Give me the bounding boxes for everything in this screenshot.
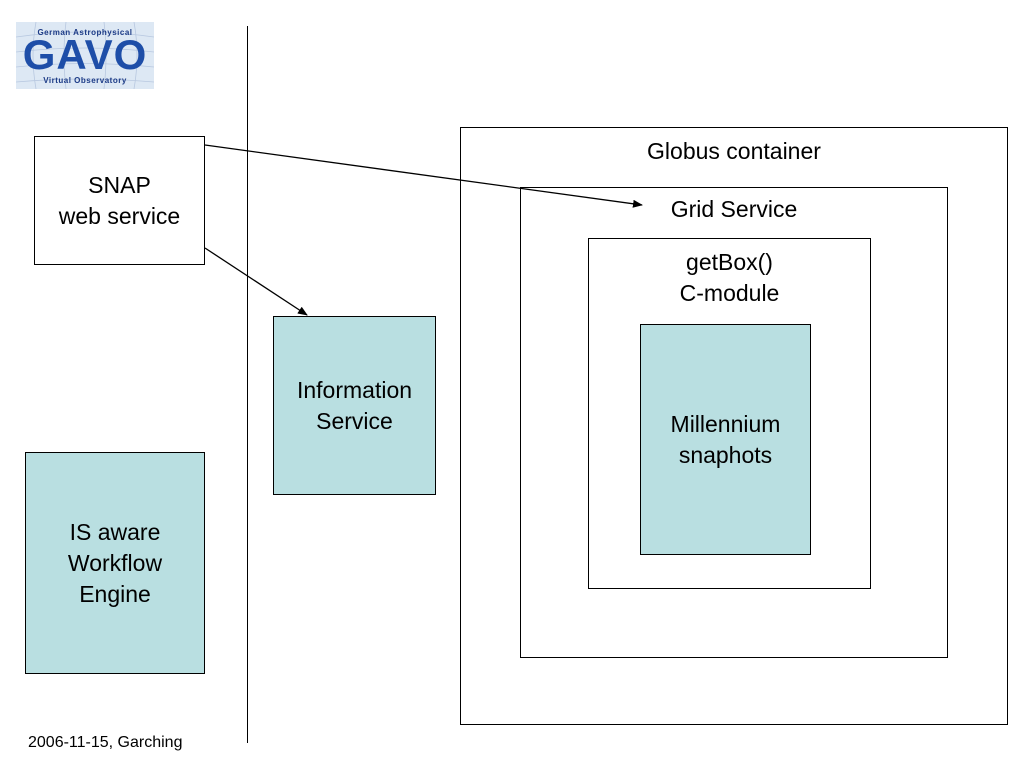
logo-top-text: German Astrophysical: [37, 28, 133, 37]
arrow-snap-to-information-service: [204, 247, 308, 316]
snap-label-line1: SNAP: [88, 171, 151, 198]
logo-bottom-text: Virtual Observatory: [43, 76, 127, 85]
information-service-line1: Information: [296, 376, 413, 403]
millennium-line1: Millennium: [670, 410, 781, 437]
millennium-snapshots-box: Millennium snaphots: [640, 324, 811, 555]
gavo-logo: German Astrophysical GAVO Virtual Observ…: [16, 22, 154, 89]
information-service-box: Information Service: [273, 316, 436, 495]
workflow-engine-line3: Engine: [79, 580, 151, 607]
getbox-module-label: getBox() C-module: [589, 247, 870, 309]
grid-service-label: Grid Service: [670, 196, 798, 222]
snap-label-line2: web service: [58, 202, 181, 229]
millennium-line2: snaphots: [678, 441, 773, 468]
getbox-label-line1: getBox(): [686, 249, 773, 275]
globus-container-label: Globus container: [647, 138, 821, 164]
snap-web-service-box: SNAP web service: [34, 136, 205, 265]
workflow-engine-line1: IS aware: [69, 518, 161, 545]
vertical-divider: [247, 26, 248, 743]
footer-date-location: 2006-11-15, Garching: [28, 734, 183, 751]
logo-main-text: GAVO: [22, 31, 148, 78]
workflow-engine-line2: Workflow: [67, 549, 163, 576]
workflow-engine-box: IS aware Workflow Engine: [25, 452, 205, 674]
logo-grid-background: [16, 22, 154, 89]
information-service-line2: Service: [316, 407, 393, 434]
getbox-label-line2: C-module: [679, 280, 780, 306]
